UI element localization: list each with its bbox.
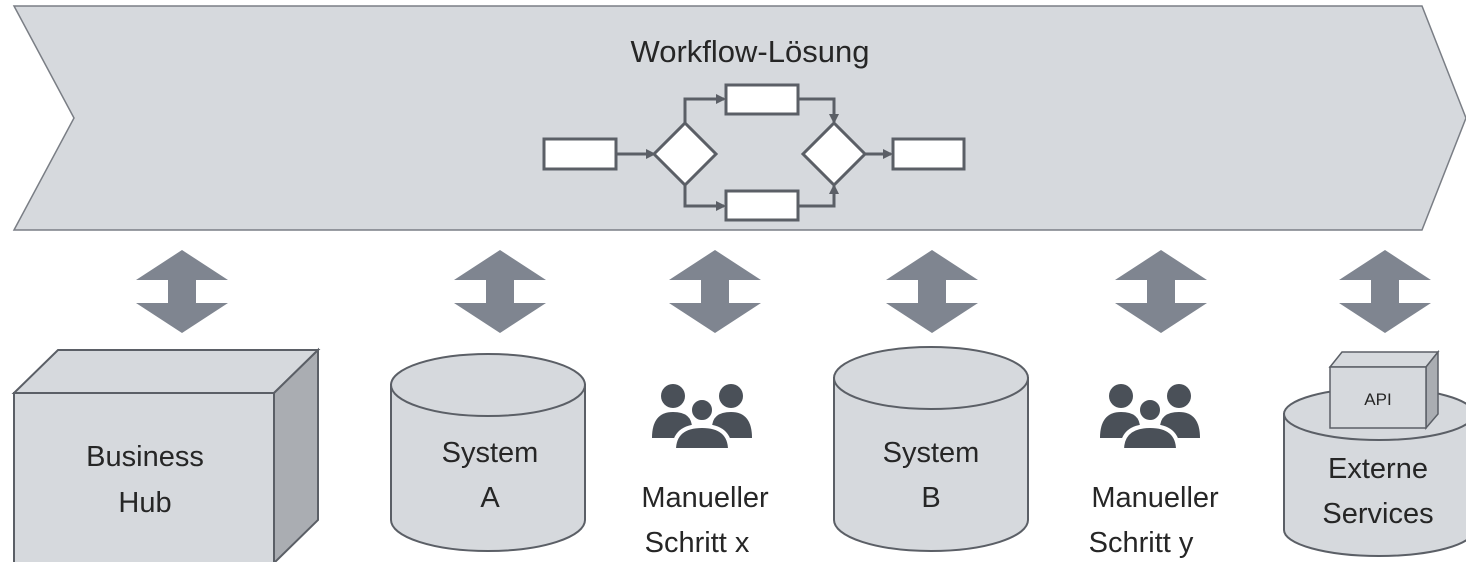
api-label: API [1364,390,1391,409]
business-hub-box: Business Hub [11,347,321,562]
flow-edge [683,185,726,211]
system-b-label-line1: System [883,437,980,469]
workflow-title: Workflow-Lösung [631,34,870,69]
manual-step-y: Manueller Schritt y [1089,384,1219,559]
flow-edge [683,94,726,123]
flow-end-box [891,137,966,171]
double-arrow [669,250,761,333]
business-hub-label-line1: Business [86,441,204,473]
system-a-cylinder: System A [390,353,586,552]
api-box: API [1328,349,1440,431]
cylinder-body [833,377,1029,552]
workflow-banner: Workflow-Lösung [12,5,1466,231]
cylinder-body [1283,413,1466,557]
flow-merge-diamond [800,120,868,188]
business-hub-label-line2: Hub [118,487,171,519]
external-services: API Externe Services [1283,349,1466,557]
system-b-label-line2: B [921,482,940,514]
manual-step-x: Manueller Schritt x [641,384,769,559]
cylinder-body [390,384,586,552]
flow-edge [798,97,839,124]
people-icon [652,384,752,452]
manual-y-label-line2: Schritt y [1089,527,1194,559]
box-front-face [13,392,275,562]
cylinder-top [833,346,1029,410]
workflow-flowchart [542,83,966,222]
manual-x-label-line1: Manueller [641,482,769,514]
connector-arrows [136,250,1431,333]
double-arrow [136,250,228,333]
double-arrow [1115,250,1207,333]
flow-start-box [542,137,618,171]
system-a-label-line1: System [442,437,539,469]
api-box-front [1329,366,1427,429]
external-services-label-line2: Services [1322,498,1433,530]
double-arrow [1339,250,1431,333]
flow-edge [798,184,839,208]
workflow-banner-shape [12,5,1466,231]
double-arrow [454,250,546,333]
external-services-label-line1: Externe [1328,453,1428,485]
api-box-top [1328,351,1440,368]
flow-lower-box [724,189,800,222]
people-icon [1100,384,1200,452]
system-b-cylinder: System B [833,346,1029,552]
flow-upper-box [724,83,800,116]
double-arrow [886,250,978,333]
system-a-label-line2: A [480,482,500,514]
manual-y-label-line1: Manueller [1091,482,1219,514]
manual-x-label-line2: Schritt x [645,527,750,559]
box-top-face [11,349,321,394]
cylinder-top [390,353,586,417]
